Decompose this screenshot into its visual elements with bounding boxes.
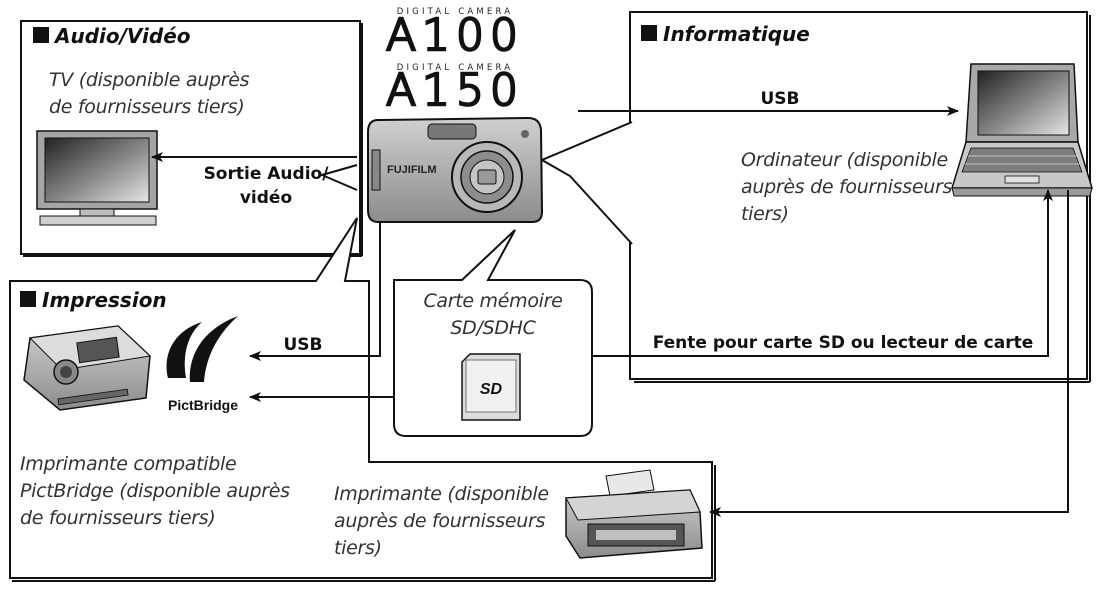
audio-video-heading-square [33, 27, 49, 43]
impression-heading: Impression [42, 288, 167, 312]
model-caption-top: DIGITAL CAMERA [397, 7, 514, 17]
audio-video-panel: Audio/Vidéo TV (disponible auprès de fou… [20, 20, 363, 257]
pictbridge-printer-label-line2: PictBridge (disponible auprès [20, 480, 290, 502]
impression-panel: Impression PictBridge USB Imprimante com… [9, 217, 716, 582]
pictbridge-logo-text: PictBridge [168, 397, 238, 413]
model-a150: A150 [386, 65, 524, 116]
pictbridge-printer-label-line3: de fournisseurs tiers) [20, 507, 216, 529]
connection-lines [151, 106, 1069, 517]
arrow-usb-to-pictbridge [249, 222, 381, 361]
audio-video-connection-line1: Sortie Audio/ [204, 164, 330, 184]
model-a100: A100 [386, 10, 524, 61]
pictbridge-printer-label-line1: Imprimante compatible [20, 453, 236, 475]
sd-card-box: Carte mémoire SD/SDHC SD [393, 229, 593, 437]
photo-printer-icon [23, 325, 152, 411]
svg-text:SD: SD [480, 381, 503, 398]
audio-video-heading: Audio/Vidéo [53, 24, 191, 48]
model-caption-bottom: DIGITAL CAMERA [397, 63, 514, 73]
printer-label-line2: auprès de fournisseurs [334, 510, 546, 532]
tv-icon [36, 130, 158, 226]
camera-icon: FUJIFILM [367, 116, 544, 223]
card-label-line2: SD/SDHC [450, 317, 536, 339]
tv-label-line2: de fournisseurs tiers) [49, 96, 245, 118]
informatique-panel: Informatique Ordinateur (disponible aupr… [539, 11, 1094, 383]
laptop-icon [950, 63, 1094, 197]
camera-brand: FUJIFILM [387, 164, 437, 176]
computer-label-line1: Ordinateur (disponible [741, 149, 948, 171]
computer-label-line3: tiers) [741, 203, 789, 225]
inkjet-printer-icon [565, 469, 703, 559]
sd-card-icon: SD [461, 353, 521, 421]
pictbridge-logo-icon: PictBridge [166, 316, 238, 413]
computer-label-line2: auprès de fournisseurs [741, 176, 953, 198]
tv-label-line1: TV (disponible auprès [49, 69, 250, 91]
impression-usb-label: USB [283, 335, 322, 355]
impression-heading-square [20, 291, 36, 307]
audio-video-connection-line2: vidéo [240, 188, 292, 208]
informatique-heading-square [641, 25, 657, 41]
card-label-line1: Carte mémoire [423, 290, 562, 312]
card-slot-connection-label: Fente pour carte SD ou lecteur de carte [653, 333, 1034, 353]
informatique-heading: Informatique [663, 22, 810, 46]
arrow-card-to-computer [592, 189, 1053, 357]
arrow-computer-to-printer [709, 190, 1069, 517]
printer-label-line3: tiers) [334, 537, 382, 559]
model-branding: DIGITAL CAMERA A100 DIGITAL CAMERA A150 [385, 7, 524, 117]
informatique-usb-label: USB [760, 89, 799, 109]
printer-label-line1: Imprimante (disponible [334, 483, 549, 505]
